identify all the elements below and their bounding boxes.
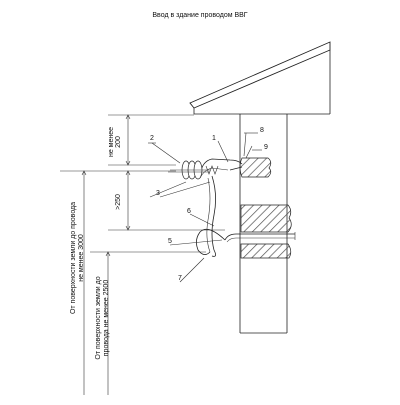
dim-top-gap-note: не менее [108, 127, 115, 157]
dimension-lines [60, 114, 225, 395]
diagram-title: Ввод в здание проводом ВВГ [152, 12, 247, 19]
callout-5: 5 [168, 238, 172, 245]
dimension-labels: 200 не менее >250 От поверхности земли д… [70, 127, 122, 360]
callout-8: 8 [260, 127, 264, 134]
insulator-assembly [168, 145, 253, 180]
callout-7: 7 [178, 275, 182, 282]
dim-ground-wire-line2: не менее 3000 [78, 234, 85, 282]
dim-ground-wire-line1: От поверхности земли до провода [70, 202, 77, 314]
callout-2: 2 [150, 135, 154, 142]
upper-anchor-block [239, 157, 272, 178]
callout-6: 6 [187, 208, 191, 215]
wall-sleeve-section [224, 204, 296, 259]
dim-ground-entry-line1: От поверхности земли до [95, 276, 102, 359]
dim-top-gap-value: 200 [115, 136, 122, 148]
callouts: 1 2 3 5 6 7 8 9 [148, 127, 268, 283]
roof [189, 41, 331, 115]
callout-9: 9 [264, 144, 268, 151]
insulator-body [168, 160, 210, 180]
dim-ground-entry-line2: провода не менее 2500 [103, 280, 110, 357]
dim-mid-gap: >250 [115, 194, 122, 210]
callout-1: 1 [212, 135, 216, 142]
drop-cable [196, 175, 226, 257]
callout-3: 3 [156, 190, 160, 197]
